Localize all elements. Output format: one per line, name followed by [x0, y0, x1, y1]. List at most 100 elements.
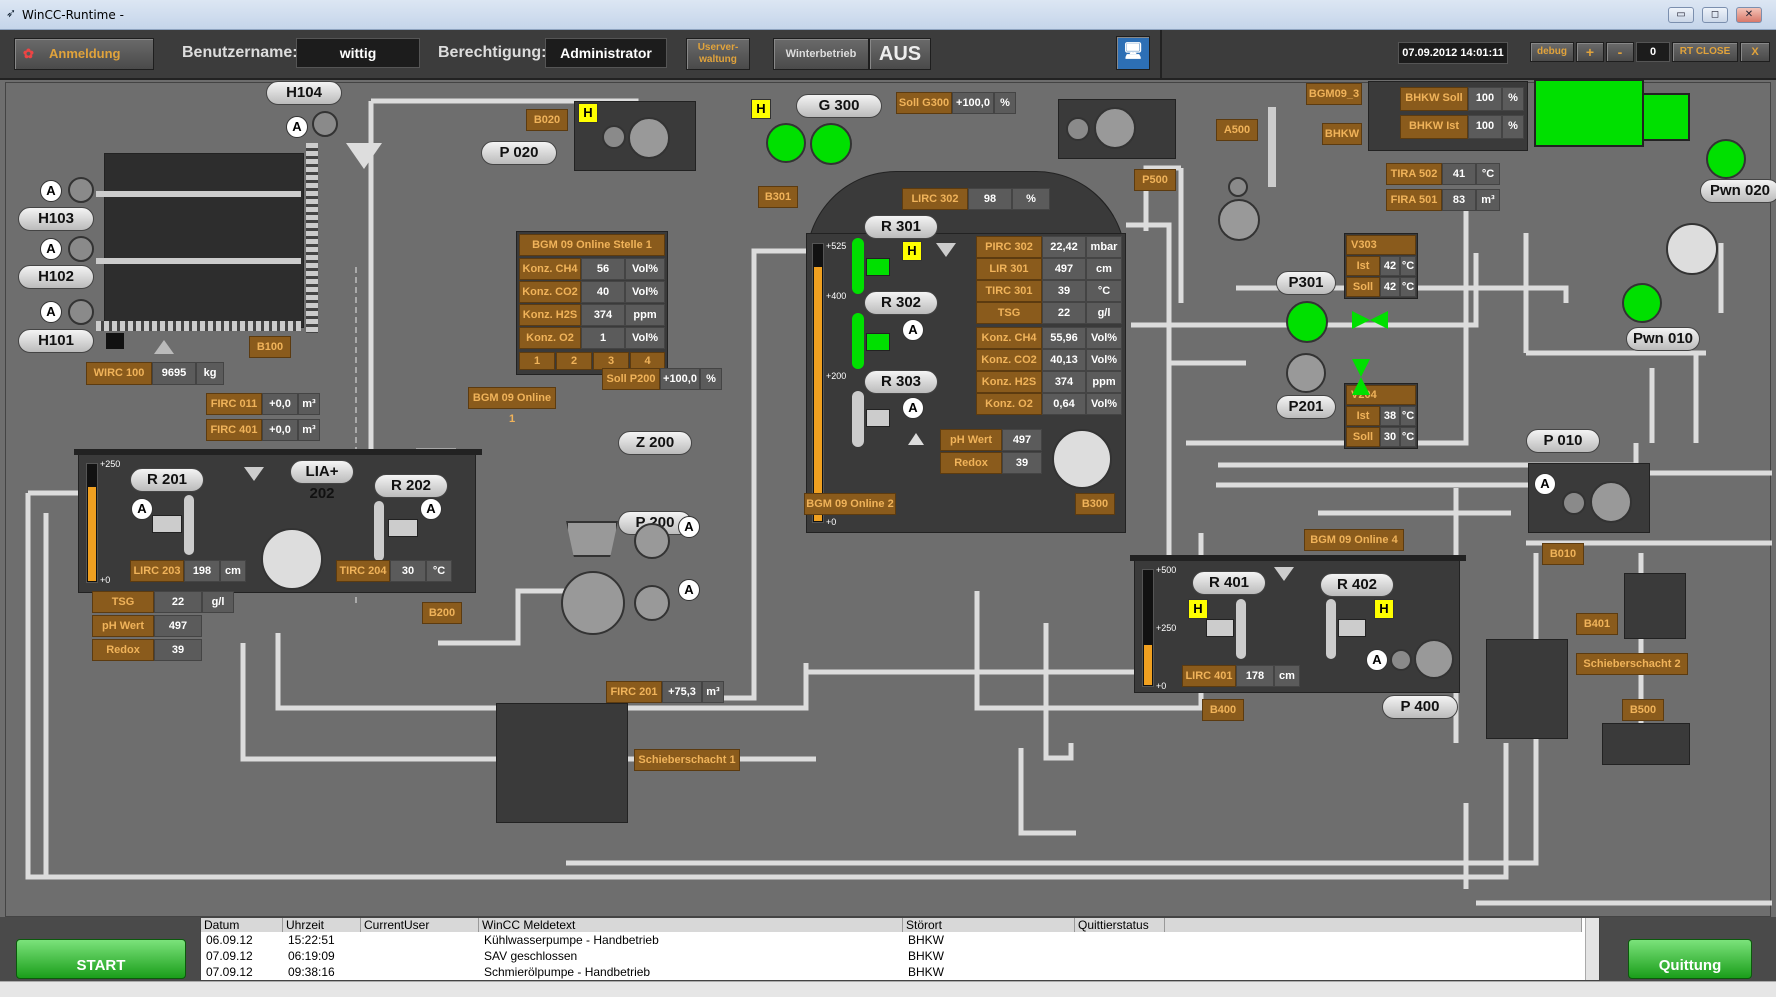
bgm1-tab-2[interactable]: 2	[556, 352, 592, 370]
tag-lia202[interactable]: LIA+ 202	[290, 460, 354, 502]
pirc302-unit: mbar	[1086, 236, 1122, 258]
bhkwsoll-unit: %	[1502, 87, 1524, 111]
pump-pwn010[interactable]	[1622, 283, 1662, 323]
auto-indicator: A	[40, 301, 62, 323]
rt-close-button[interactable]: RT CLOSE	[1672, 42, 1738, 62]
alarm-scrollbar[interactable]	[1585, 918, 1599, 980]
pump-p010[interactable]	[1590, 481, 1632, 523]
valve-v303[interactable]	[1352, 311, 1388, 329]
v204-ist-label: Ist	[1346, 406, 1380, 426]
gate-chamber-1	[496, 703, 628, 823]
start-button[interactable]: START	[16, 939, 186, 979]
tag-p020[interactable]: P 020	[481, 141, 557, 165]
tag-p010[interactable]: P 010	[1526, 429, 1600, 453]
tag-r402[interactable]: R 402	[1320, 573, 1394, 597]
pump-p020[interactable]	[628, 117, 670, 159]
tag-g300[interactable]: G 300	[796, 94, 882, 118]
tag-r302[interactable]: R 302	[864, 291, 938, 315]
acknowledge-button[interactable]: Quittung	[1628, 939, 1752, 979]
agitator-r402[interactable]	[1326, 599, 1336, 659]
o2-3-value: 0,64	[1042, 393, 1086, 415]
compressor-a500[interactable]	[1218, 199, 1260, 241]
agitator-motor-r301	[866, 258, 890, 276]
monitor-icon[interactable]: 🖥	[1116, 36, 1150, 70]
login-button[interactable]: ✿Anmeldung	[14, 38, 154, 70]
plus-button[interactable]: +	[1576, 42, 1604, 62]
auto-indicator: A	[286, 116, 308, 138]
debug-button[interactable]: debug	[1530, 42, 1574, 62]
tag-p201[interactable]: P201	[1276, 395, 1336, 419]
agitator-r201[interactable]	[184, 495, 194, 555]
pump-p200[interactable]	[561, 571, 625, 635]
auto-indicator: A	[1366, 649, 1388, 671]
counter-field: 0	[1636, 42, 1670, 62]
pump-pwn020[interactable]	[1706, 139, 1746, 179]
blower-g300[interactable]	[810, 123, 852, 165]
agitator-r302[interactable]	[852, 313, 864, 369]
tag-z200[interactable]: Z 200	[618, 431, 692, 455]
alarm-header-location[interactable]: Störort	[903, 918, 1075, 932]
exit-button[interactable]: X	[1740, 42, 1770, 62]
alarm-header-time[interactable]: Uhrzeit	[283, 918, 361, 932]
tirc204-unit: °C	[426, 560, 452, 582]
tag-p301[interactable]: P301	[1276, 271, 1336, 295]
heat-exchanger-w	[1666, 223, 1718, 275]
chp-engine[interactable]	[1534, 79, 1644, 147]
agitator-r202[interactable]	[374, 501, 384, 561]
tag-r201[interactable]: R 201	[130, 468, 204, 492]
winter-mode-state[interactable]: AUS	[869, 38, 931, 70]
agitator-motor-r401	[1206, 619, 1234, 637]
label-bgm-online2: BGM 09 Online 2	[804, 493, 896, 515]
agitator-r301[interactable]	[852, 238, 864, 294]
alarm-header-date[interactable]: Datum	[201, 918, 283, 932]
macerator-z200[interactable]	[566, 521, 618, 557]
pump-p500[interactable]	[1094, 107, 1136, 149]
pump-p301[interactable]	[1286, 301, 1328, 343]
tag-pwn010[interactable]: Pwn 010	[1626, 327, 1700, 351]
v303-panel: V303 Ist 42 °C Soll 42 °C	[1344, 233, 1418, 299]
bgm-stelle1-panel: BGM 09 Online Stelle 1 Konz. CH4 56 Vol%…	[516, 231, 668, 375]
v303-ist-unit: °C	[1400, 256, 1416, 276]
minus-button[interactable]: -	[1606, 42, 1634, 62]
v204-soll-unit: °C	[1400, 427, 1416, 447]
tag-h102[interactable]: H102	[18, 265, 94, 289]
tag-h103[interactable]: H103	[18, 207, 94, 231]
close-window-button[interactable]: ✕	[1736, 7, 1762, 23]
heat-exchanger-r300	[1052, 429, 1112, 489]
h2s-3-value: 374	[1042, 371, 1086, 393]
tag-r303[interactable]: R 303	[864, 370, 938, 394]
agitator-r401[interactable]	[1236, 599, 1246, 659]
tag-r301[interactable]: R 301	[864, 215, 938, 239]
tag-h101[interactable]: H101	[18, 329, 94, 353]
v204-ist-unit: °C	[1400, 406, 1416, 426]
sollg300-value: +100,0	[952, 92, 994, 114]
motor-g300[interactable]	[766, 123, 806, 163]
scale-block	[106, 333, 124, 349]
winter-mode-button[interactable]: Winterbetrieb	[773, 38, 869, 70]
tag-pwn020[interactable]: Pwn 020	[1700, 179, 1776, 203]
tag-h104[interactable]: H104	[266, 81, 342, 105]
alarm-header-user[interactable]: CurrentUser	[361, 918, 479, 932]
bhkwist-name: BHKW Ist	[1400, 115, 1468, 139]
tag-p400[interactable]: P 400	[1382, 695, 1458, 719]
firc011-name: FIRC 011	[206, 393, 262, 415]
user-admin-button[interactable]: Userver- waltung	[686, 38, 750, 70]
bgm1-co2-unit: Vol%	[625, 281, 665, 303]
alarm-header-ack[interactable]: Quittierstatus	[1075, 918, 1165, 932]
agitator-r303[interactable]	[852, 391, 864, 447]
level-bar-r300	[812, 243, 824, 523]
sollp200-name: Soll P200	[602, 368, 660, 390]
permission-field: Administrator	[545, 38, 667, 68]
horizontal-scrollbar[interactable]	[0, 981, 1776, 997]
tag-r202[interactable]: R 202	[374, 474, 448, 498]
login-label: Anmeldung	[49, 46, 121, 61]
o2-3-name: Konz. O2	[976, 393, 1042, 415]
agitator-motor-r202	[388, 519, 418, 537]
alarm-header-text[interactable]: WinCC Meldetext	[479, 918, 903, 932]
pump-p201[interactable]	[1286, 353, 1326, 393]
minimize-button[interactable]: ▭	[1668, 7, 1694, 23]
maximize-button[interactable]: ◻	[1702, 7, 1728, 23]
pump-p400[interactable]	[1414, 639, 1454, 679]
tag-r401[interactable]: R 401	[1192, 571, 1266, 595]
bgm1-tab-1[interactable]: 1	[519, 352, 555, 370]
